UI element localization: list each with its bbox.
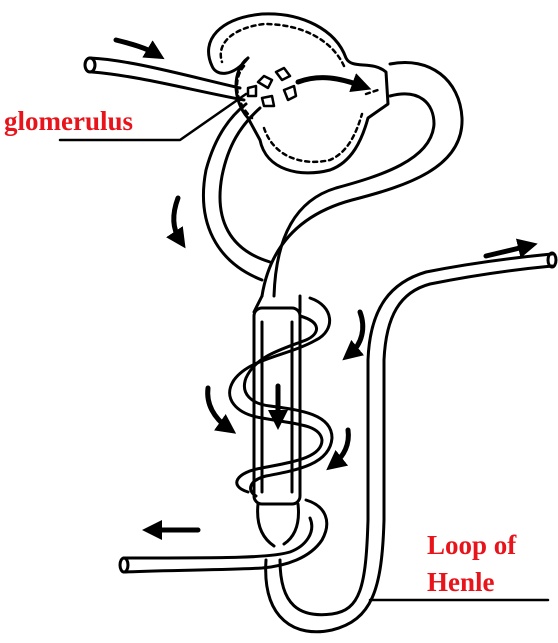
glomerulus xyxy=(248,68,296,106)
afferent-arteriole xyxy=(85,58,244,100)
efferent-arteriole xyxy=(203,104,270,280)
loop-of-henle-label-line2: Henle xyxy=(427,565,495,599)
loop-of-henle xyxy=(254,253,556,632)
glomerulus-label: glomerulus xyxy=(4,104,133,138)
loop-of-henle-label-line1: Loop of xyxy=(427,528,516,562)
bowmans-capsule xyxy=(209,14,388,173)
